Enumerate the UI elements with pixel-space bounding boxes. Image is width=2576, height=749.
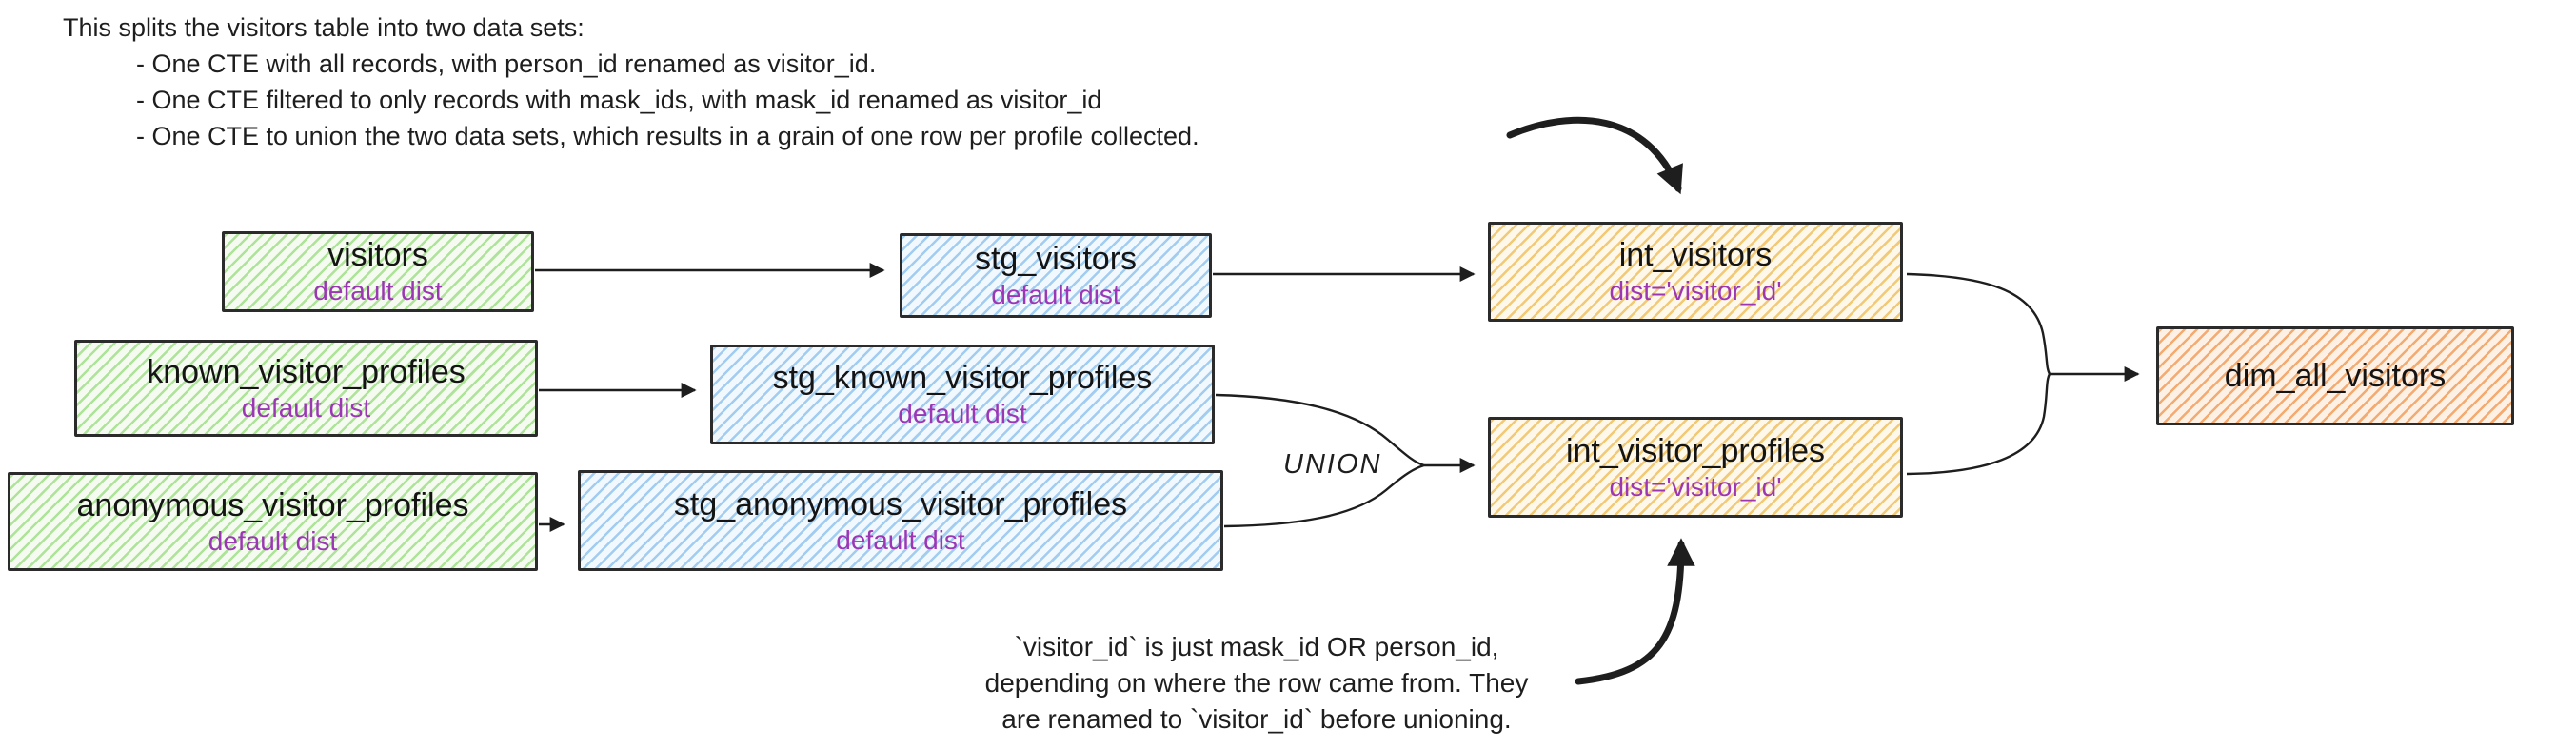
- node-title: known_visitor_profiles: [147, 353, 466, 390]
- edge-int-visitor-profiles-to-merge: [1906, 373, 2051, 476]
- annotation-arrow-top: [1506, 116, 1683, 195]
- annotation-arrow-bottom: [1575, 538, 1695, 685]
- node-title: int_visitors: [1618, 237, 1773, 273]
- node-title: dim_all_visitors: [2224, 358, 2447, 394]
- node-subtitle: dist='visitor_id': [1609, 471, 1782, 502]
- footnote-line: are renamed to `visitor_id` before union…: [1001, 704, 1512, 734]
- node-subtitle: default dist: [313, 276, 443, 306]
- intro-note-line: - One CTE to union the two data sets, wh…: [136, 122, 1199, 150]
- footnote-line: depending on where the row came from. Th…: [984, 668, 1529, 698]
- node-title: stg_known_visitor_profiles: [772, 360, 1153, 396]
- node-stg-anonymous-visitor-profiles: stg_anonymous_visitor_profiles default d…: [578, 470, 1223, 571]
- node-subtitle: default dist: [241, 392, 371, 423]
- union-label: UNION: [1283, 449, 1382, 480]
- node-int-visitor-profiles: int_visitor_profiles dist='visitor_id': [1488, 417, 1903, 518]
- node-stg-visitors: stg_visitors default dist: [900, 233, 1212, 318]
- edge-stg-anonymous-to-union: [1223, 463, 1425, 528]
- intro-note-line: This splits the visitors table into two …: [63, 13, 585, 42]
- node-anonymous-visitor-profiles: anonymous_visitor_profiles default dist: [8, 472, 538, 571]
- node-known-visitor-profiles: known_visitor_profiles default dist: [74, 340, 538, 437]
- node-subtitle: default dist: [836, 524, 965, 555]
- node-int-visitors: int_visitors dist='visitor_id': [1488, 222, 1903, 322]
- node-subtitle: default dist: [898, 399, 1027, 428]
- intro-note-line: - One CTE with all records, with person_…: [136, 49, 877, 78]
- node-title: stg_visitors: [974, 241, 1138, 277]
- edge-int-visitors-to-merge: [1906, 272, 2051, 375]
- node-visitors: visitors default dist: [222, 231, 534, 312]
- node-title: anonymous_visitor_profiles: [76, 486, 469, 523]
- node-title: visitors: [327, 237, 428, 273]
- edge-stg-known-to-union: [1215, 393, 1425, 467]
- node-title: stg_anonymous_visitor_profiles: [673, 485, 1128, 522]
- node-title: int_visitor_profiles: [1565, 432, 1826, 469]
- node-subtitle: default dist: [991, 280, 1120, 309]
- footnote-line: `visitor_id` is just mask_id OR person_i…: [1014, 632, 1499, 661]
- intro-note-line: - One CTE filtered to only records with …: [136, 86, 1102, 114]
- node-stg-known-visitor-profiles: stg_known_visitor_profiles default dist: [710, 345, 1215, 444]
- node-subtitle: dist='visitor_id': [1609, 276, 1782, 306]
- node-dim-all-visitors: dim_all_visitors: [2156, 326, 2514, 425]
- node-subtitle: default dist: [208, 525, 338, 556]
